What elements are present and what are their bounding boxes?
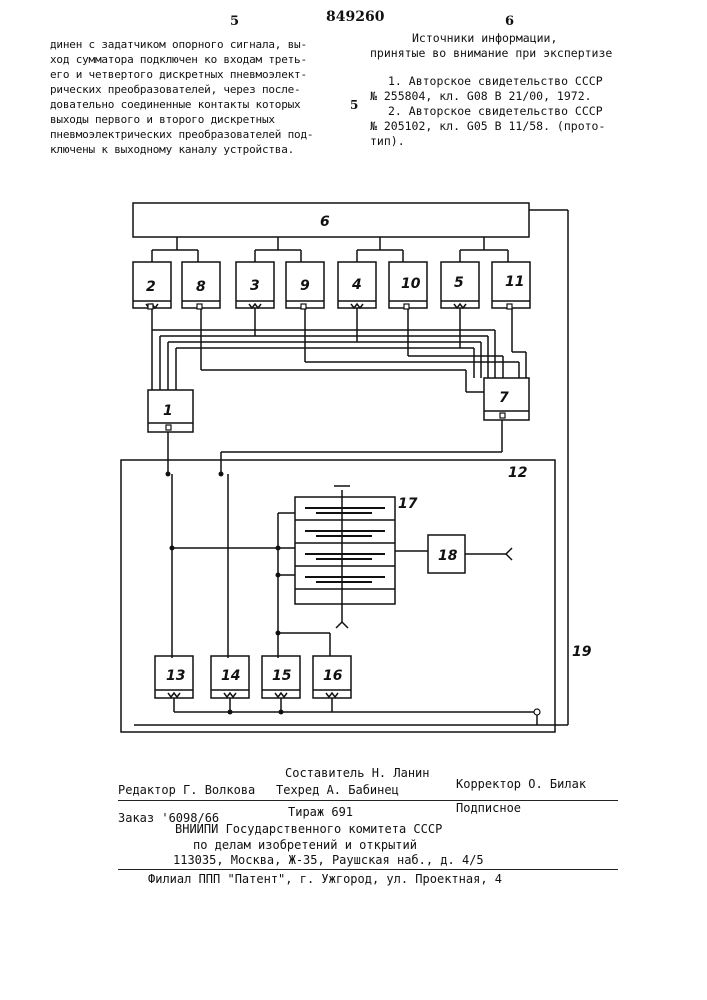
label-line-19: 19 bbox=[572, 644, 592, 660]
references-column: Источники информации, принятые во вниман… bbox=[370, 31, 690, 149]
text-line: выходы первого и второго дискретных bbox=[50, 112, 350, 127]
text-line: рических преобразователей, через после- bbox=[50, 82, 350, 97]
footer-rule-2 bbox=[118, 869, 618, 870]
left-text-column: динен с задатчиком опорного сигнала, вы-… bbox=[50, 37, 350, 157]
page-number-right: 6 bbox=[505, 14, 514, 29]
page-number-left: 5 bbox=[230, 14, 239, 29]
label-frame-12: 12 bbox=[508, 465, 527, 481]
reference-item: 1. Авторское свидетельство СССР bbox=[370, 74, 690, 89]
label-bottom-block: 14 bbox=[221, 668, 240, 684]
label-bottom-block: 13 bbox=[166, 668, 185, 684]
label-bottom-block: 16 bbox=[323, 668, 343, 684]
label-block: 4 bbox=[351, 277, 362, 293]
text-line: довательно соединенные контакты которых bbox=[50, 97, 350, 112]
text-line: ключены к выходному каналу устройства. bbox=[50, 142, 350, 157]
label-block-7: 7 bbox=[499, 390, 509, 406]
reference-item: № 205102, кл. G05 В 11/58. (прото- bbox=[370, 119, 690, 134]
footer-subscription: Подписное bbox=[456, 801, 521, 815]
label-bottom-block: 15 bbox=[272, 668, 292, 684]
line-number-mark: 5 bbox=[350, 98, 358, 112]
label-block: 2 bbox=[146, 279, 156, 295]
footer-address: 113035, Москва, Ж-35, Раушская наб., д. … bbox=[173, 853, 484, 867]
reference-item: тип). bbox=[370, 134, 690, 149]
circuit-diagram: 6 2 8 3 9 4 10 5 11 1 7 12 17 18 13 14 1… bbox=[0, 190, 707, 740]
references-heading: Источники информации, bbox=[370, 31, 690, 46]
label-block-18: 18 bbox=[438, 548, 458, 564]
footer-rule bbox=[118, 800, 618, 801]
label-block-6: 6 bbox=[320, 214, 330, 230]
text-line: динен с задатчиком опорного сигнала, вы- bbox=[50, 37, 350, 52]
footer-corrector: Корректор О. Билак bbox=[456, 777, 586, 791]
footer-circulation: Тираж 691 bbox=[288, 805, 353, 819]
label-block-17: 17 bbox=[398, 496, 418, 512]
reference-item: № 255804, кл. G08 В 21/00, 1972. bbox=[370, 89, 690, 104]
patent-number: 849260 bbox=[326, 9, 384, 25]
text-line: пневмоэлектрических преобразователей под… bbox=[50, 127, 350, 142]
text-line: ход сумматора подключен ко входам треть- bbox=[50, 52, 350, 67]
footer-techred: Техред А. Бабинец bbox=[276, 783, 399, 797]
label-block: 3 bbox=[250, 278, 260, 294]
references-heading-2: принятые во внимание при экспертизе bbox=[370, 46, 690, 61]
label-block: 8 bbox=[196, 279, 206, 295]
label-block: 10 bbox=[401, 276, 421, 292]
footer-compiler: Составитель Н. Ланин bbox=[285, 766, 430, 780]
block-6 bbox=[133, 203, 529, 237]
label-block: 5 bbox=[454, 275, 464, 291]
footer-editor: Редактор Г. Волкова bbox=[118, 783, 255, 797]
frame-12 bbox=[121, 460, 555, 732]
label-block: 11 bbox=[505, 274, 524, 290]
text-line: его и четвертого дискретных пневмоэлект- bbox=[50, 67, 350, 82]
reference-item: 2. Авторское свидетельство СССР bbox=[370, 104, 690, 119]
footer-org: ВНИИПИ Государственного комитета СССР bbox=[175, 822, 442, 836]
footer-branch: Филиал ППП "Патент", г. Ужгород, ул. Про… bbox=[148, 872, 502, 886]
label-block-1: 1 bbox=[163, 403, 173, 419]
label-block: 9 bbox=[300, 278, 310, 294]
footer-org-2: по делам изобретений и открытий bbox=[193, 838, 417, 852]
